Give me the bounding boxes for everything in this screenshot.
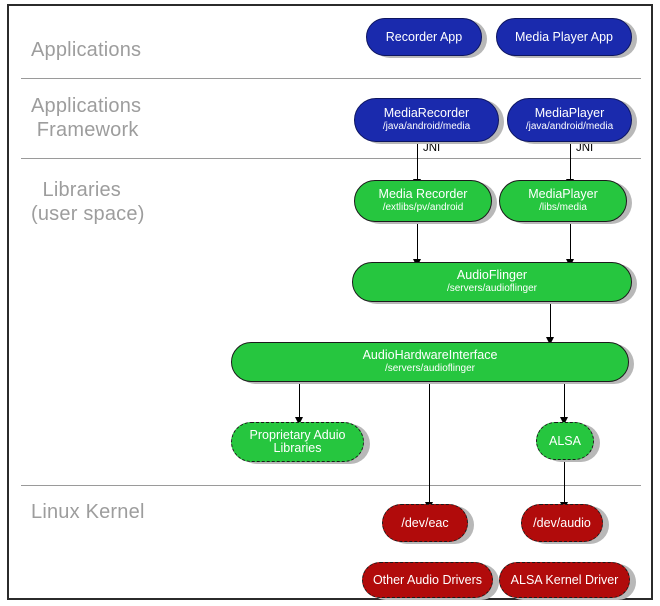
- connector-ahi-to-alsa: [564, 380, 565, 421]
- node-title: Recorder App: [385, 30, 463, 44]
- divider-applications-framework: [21, 158, 641, 159]
- node-title: AudioHardwareInterface: [362, 348, 498, 363]
- node-title: MediaRecorder: [383, 106, 470, 121]
- layer-label-libraries: Libraries (user space): [31, 179, 145, 225]
- node-title: MediaPlayer: [528, 187, 598, 202]
- node-title: Proprietary Aduio: [249, 428, 346, 442]
- node-mediaplayer-lib[interactable]: MediaPlayer /libs/media: [499, 180, 627, 222]
- node-title: Other Audio Drivers: [372, 573, 483, 587]
- node-title: /dev/audio: [533, 516, 591, 530]
- node-title: MediaPlayer: [534, 106, 605, 121]
- connector-label-jni-right: JNI: [576, 142, 594, 154]
- node-audioflinger[interactable]: AudioFlinger /servers/audioflinger: [352, 262, 632, 302]
- arrowhead-ahi-to-proprietary-libraries: [294, 417, 303, 425]
- node-mediaplayer-framework[interactable]: MediaPlayer /java/android/media: [507, 98, 632, 142]
- connector-alsa-to-dev-audio: [564, 461, 565, 505]
- node-mediarecorder-framework[interactable]: MediaRecorder /java/android/media: [354, 98, 499, 142]
- node-subtitle: /java/android/media: [382, 121, 471, 133]
- node-title: /dev/eac: [401, 516, 449, 530]
- node-dev-audio[interactable]: /dev/audio: [521, 504, 603, 542]
- node-title: ALSA: [549, 434, 581, 448]
- node-subtitle: /libs/media: [539, 202, 587, 214]
- connector-ahi-to-proprietary-libraries: [299, 380, 300, 421]
- node-title: Media Recorder: [378, 187, 468, 202]
- node-media-player-app[interactable]: Media Player App: [496, 18, 632, 56]
- layer-label-applications: Applications: [31, 39, 142, 61]
- node-subtitle: /servers/audioflinger: [384, 363, 476, 375]
- node-title: ALSA Kernel Driver: [510, 573, 619, 587]
- node-dev-eac[interactable]: /dev/eac: [382, 504, 468, 542]
- node-title: Media Player App: [515, 30, 613, 44]
- node-recorder-app[interactable]: Recorder App: [366, 18, 482, 56]
- node-alsa[interactable]: ALSA: [536, 422, 594, 460]
- arrowhead-ahi-to-alsa: [559, 417, 568, 425]
- connector-mediaplayer-to-audioflinger: [570, 222, 571, 263]
- connector-ahi-to-dev-eac: [429, 380, 430, 505]
- divider-libraries: [21, 485, 641, 486]
- connector-mediarecorder-to-audioflinger: [417, 222, 418, 263]
- layer-label-linux-kernel: Linux Kernel: [31, 501, 145, 523]
- node-subtitle: /extlibs/pv/android: [382, 202, 464, 214]
- divider-applications: [21, 78, 641, 79]
- diagram-frame: Applications Applications Framework Libr…: [7, 4, 653, 600]
- connector-audioflinger-to-audiohardwareinterface: [550, 303, 551, 341]
- node-other-audio-drivers[interactable]: Other Audio Drivers: [362, 562, 493, 598]
- node-subtitle: /java/android/media: [525, 121, 614, 133]
- node-audiohardwareinterface[interactable]: AudioHardwareInterface /servers/audiofli…: [231, 342, 629, 382]
- connector-label-jni-left: JNI: [423, 142, 441, 154]
- node-title: AudioFlinger: [456, 268, 528, 283]
- arrowhead-audioflinger-to-audiohardwareinterface: [545, 337, 554, 345]
- node-media-recorder-lib[interactable]: Media Recorder /extlibs/pv/android: [354, 180, 492, 222]
- connector-mediaplayer-jni: [570, 143, 571, 182]
- node-subtitle: /servers/audioflinger: [446, 283, 538, 295]
- node-alsa-kernel-driver[interactable]: ALSA Kernel Driver: [499, 562, 630, 598]
- node-title-line2: Libraries: [273, 441, 322, 455]
- connector-mediarecorder-jni: [417, 143, 418, 182]
- node-proprietary-audio-libraries[interactable]: Proprietary Aduio Libraries: [231, 422, 364, 462]
- layer-label-applications-framework: Applications Framework: [31, 95, 142, 141]
